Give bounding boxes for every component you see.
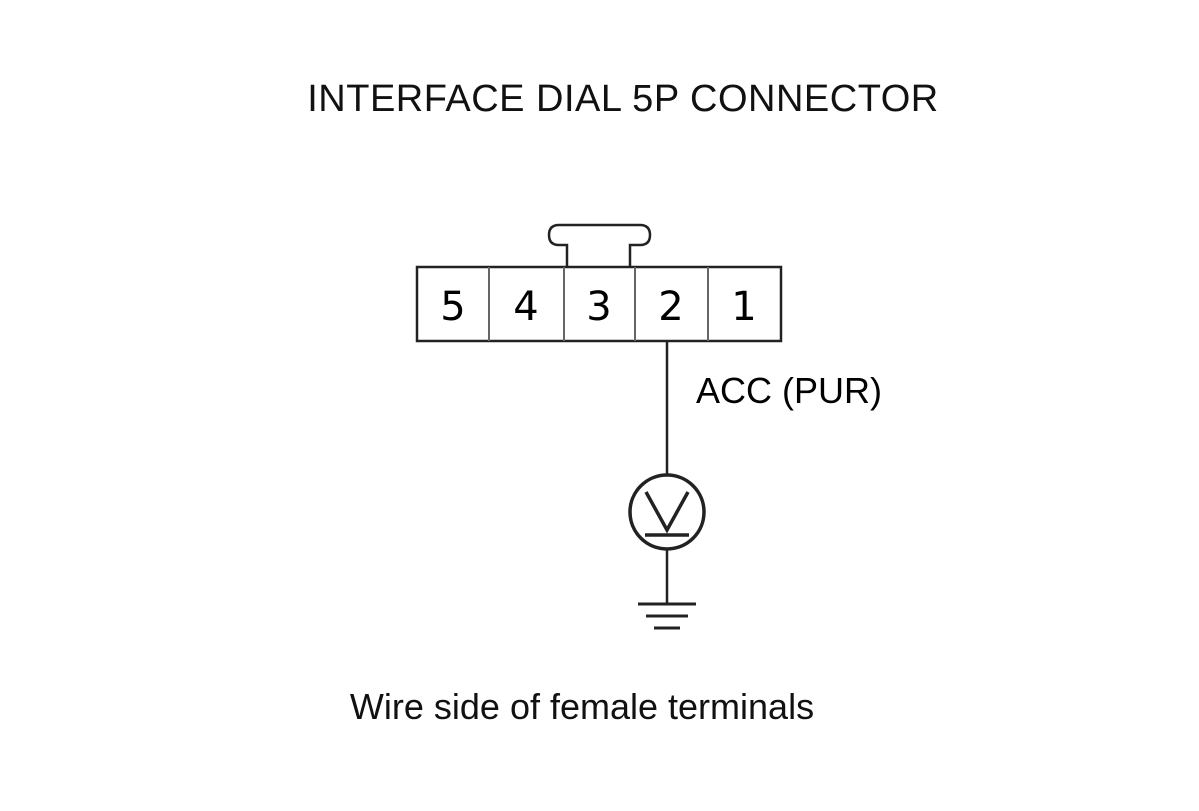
diagram-title: INTERFACE DIAL 5P CONNECTOR (307, 78, 939, 120)
connector-body (415, 265, 783, 343)
ground-icon (638, 602, 696, 630)
voltmeter-icon (628, 473, 706, 551)
pin-label-1: 1 (731, 284, 756, 330)
diagram-caption: Wire side of female terminals (349, 686, 815, 727)
pin-label-5: 5 (440, 284, 465, 330)
pin-label-4: 4 (513, 284, 538, 330)
pin-label-2: 2 (658, 284, 683, 330)
connector-lock-tab (547, 223, 652, 267)
pin-label-3: 3 (586, 284, 611, 330)
wire-label: ACC (PUR) (696, 370, 882, 411)
